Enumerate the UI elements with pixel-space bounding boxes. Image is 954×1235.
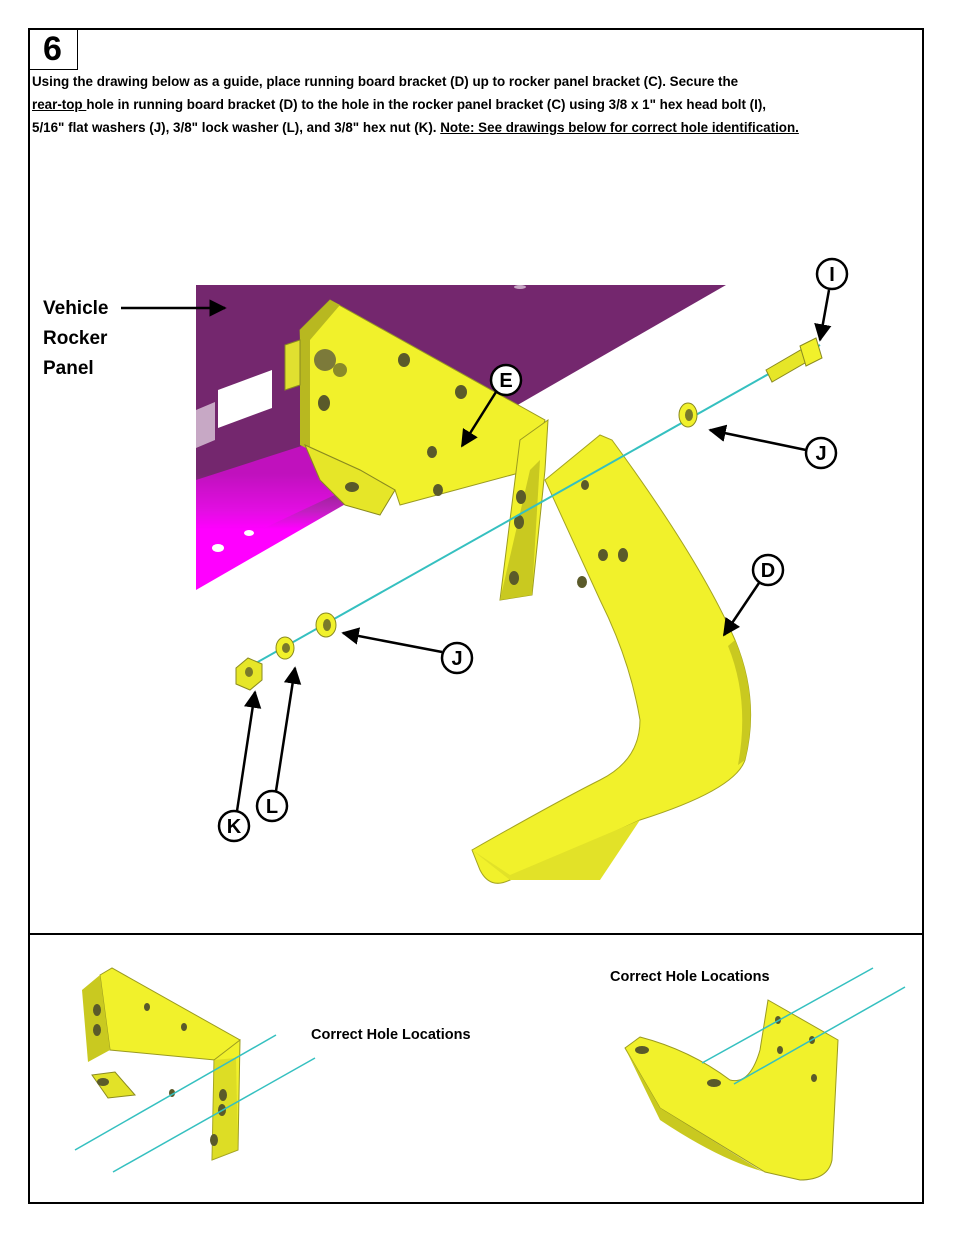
vehicle-rocker-panel-label: Vehicle Rocker Panel (43, 294, 109, 384)
rear-top-emphasis: rear-top (32, 97, 87, 112)
page-frame (28, 28, 924, 1204)
callout-e: E (460, 363, 523, 448)
lock-washer (275, 636, 295, 660)
instruction-line-2: rear-top hole in running board bracket (… (32, 93, 924, 116)
detail-rocker-bracket (74, 967, 316, 1173)
callout-d: D (722, 553, 785, 637)
rocker-label-line-3: Panel (43, 358, 94, 379)
bolt-axis-line (239, 344, 821, 673)
svg-text:E: E (499, 370, 512, 392)
instruction-line-3-text: 5/16" flat washers (J), 3/8" lock washer… (32, 120, 441, 135)
section-divider (28, 933, 924, 935)
callout-i: I (814, 257, 849, 342)
instruction-line-1: Using the drawing below as a guide, plac… (32, 74, 739, 89)
detail-running-board-bracket (624, 967, 906, 1181)
callout-l: L (255, 666, 302, 823)
caption-correct-holes-right: Correct Hole Locations (610, 969, 770, 985)
hex-bolt (765, 337, 823, 383)
rocker-label-line-2: Rocker (43, 328, 108, 349)
svg-text:J: J (451, 648, 462, 670)
rocker-label-line-1: Vehicle (43, 298, 109, 319)
svg-text:J: J (815, 443, 826, 465)
flat-washer-bottom (315, 612, 337, 638)
instruction-line-2-rest: hole in running board bracket (D) to the… (86, 97, 767, 112)
rocker-panel-bracket (284, 299, 549, 601)
caption-correct-holes-left: Correct Hole Locations (311, 1027, 471, 1043)
callout-j-bottom: J (341, 627, 474, 675)
svg-text:L: L (266, 796, 278, 818)
flat-washer-top (678, 402, 698, 428)
callout-j-top: J (708, 424, 838, 470)
hole-identification-note: Note: See drawings below for correct hol… (440, 120, 799, 135)
hex-nut (235, 657, 263, 691)
step-number: 6 (28, 28, 78, 70)
svg-text:I: I (829, 264, 835, 286)
instruction-line-3: 5/16" flat washers (J), 3/8" lock washer… (32, 116, 924, 139)
instructions: Using the drawing below as a guide, plac… (32, 70, 924, 139)
svg-text:D: D (761, 560, 775, 582)
callout-k: K (217, 690, 262, 843)
svg-text:K: K (227, 816, 242, 838)
